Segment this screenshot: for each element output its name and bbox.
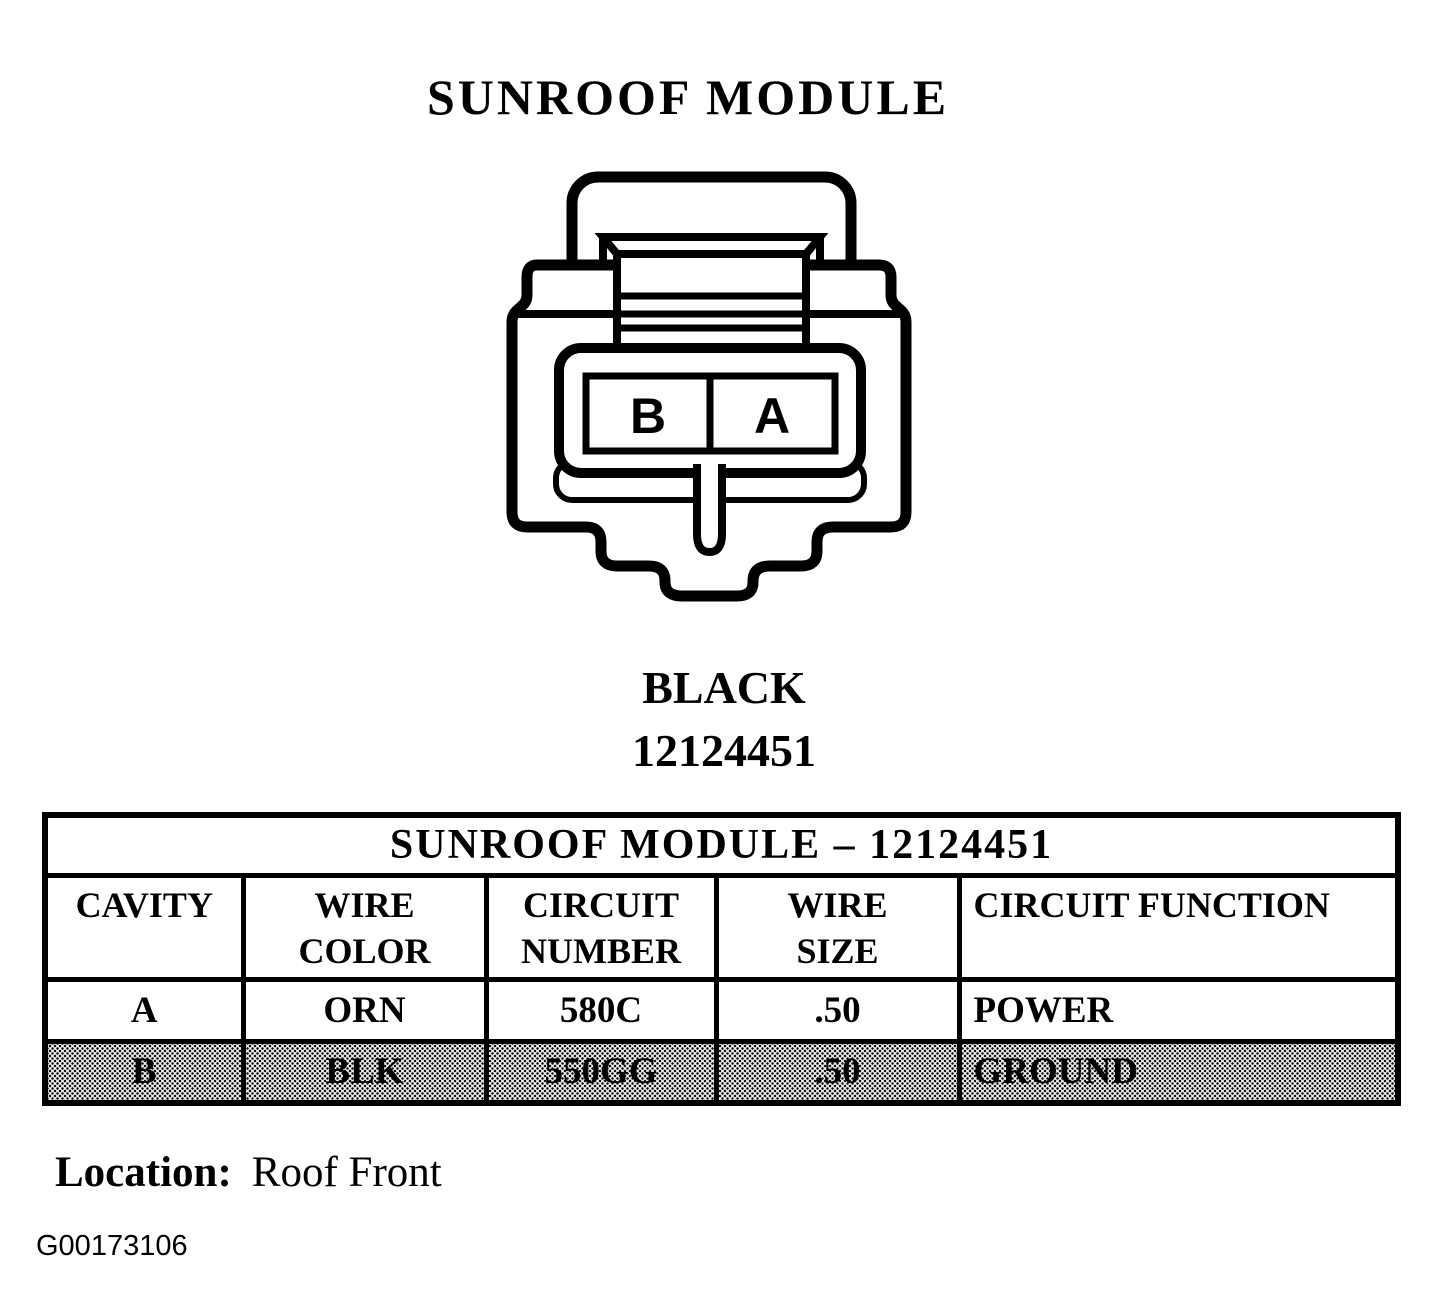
cell-cavity-a: A xyxy=(42,976,246,1044)
table-header-row: CAVITY WIRE COLOR CIRCUIT NUMBER WIRE SI… xyxy=(42,872,1401,982)
col-header-wire-size: WIRE SIZE xyxy=(713,872,962,982)
col-header-cavity: CAVITY xyxy=(42,872,246,982)
cavity-label-b: B xyxy=(630,388,666,444)
cell-wire-size-b: .50 xyxy=(713,1038,962,1106)
col-header-circuit-function: CIRCUIT FUNCTION xyxy=(956,872,1401,982)
table-row-a: A ORN 580C .50 POWER xyxy=(42,976,1401,1044)
cell-circuit-number-a: 580C xyxy=(483,976,719,1044)
connector-part-number: 12124451 xyxy=(632,725,816,776)
col-header-wire-color: WIRE COLOR xyxy=(240,872,489,982)
location-label: Location: xyxy=(55,1149,232,1196)
col-header-circuit-number: CIRCUIT NUMBER xyxy=(483,872,719,982)
lock-tab-front-face xyxy=(613,250,810,362)
pinout-table: SUNROOF MODULE – 12124451 CAVITY WIRE CO… xyxy=(42,812,1402,1106)
connector-stem xyxy=(693,464,726,557)
cell-cavity-b: B xyxy=(42,1038,246,1106)
page-title: SUNROOF MODULE xyxy=(426,69,950,125)
connector-color-label: BLACK xyxy=(642,662,806,713)
location-value: Roof Front xyxy=(251,1149,442,1196)
cavity-label-a: A xyxy=(754,388,790,444)
cell-circuit-number-b: 550GG xyxy=(483,1038,719,1106)
connector-drawing: B A xyxy=(506,171,912,602)
cell-wire-color-a: ORN xyxy=(240,976,489,1044)
location-line: Location: Roof Front xyxy=(55,1148,442,1198)
cell-wire-color-b: BLK xyxy=(240,1038,489,1106)
table-row-b: B BLK 550GG .50 GROUND xyxy=(42,1038,1401,1106)
table-title: SUNROOF MODULE – 12124451 xyxy=(42,812,1401,878)
cell-circuit-function-b: GROUND xyxy=(956,1038,1401,1106)
table-title-row: SUNROOF MODULE – 12124451 xyxy=(42,812,1401,878)
cell-circuit-function-a: POWER xyxy=(956,976,1401,1044)
connector-caption: BLACK 12124451 xyxy=(7,656,1434,782)
cell-wire-size-a: .50 xyxy=(713,976,962,1044)
figure-id: G00173106 xyxy=(36,1230,188,1262)
connector-diagram: B A xyxy=(490,155,930,610)
